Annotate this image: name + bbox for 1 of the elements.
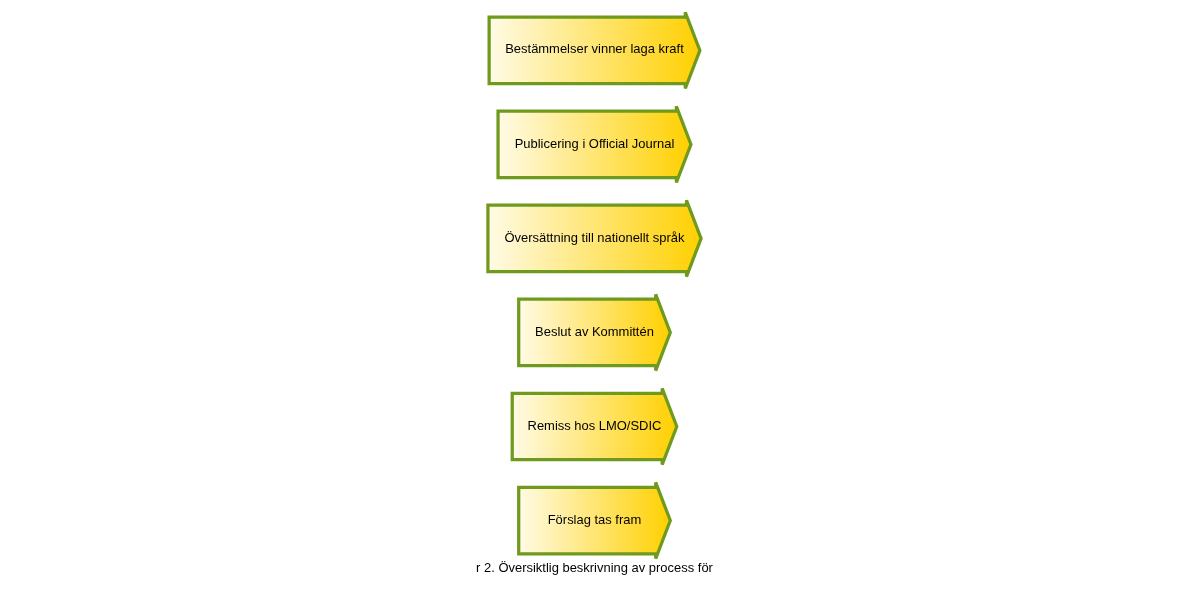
caption: r 2. Översiktlig beskrivning av process för [475, 560, 713, 576]
